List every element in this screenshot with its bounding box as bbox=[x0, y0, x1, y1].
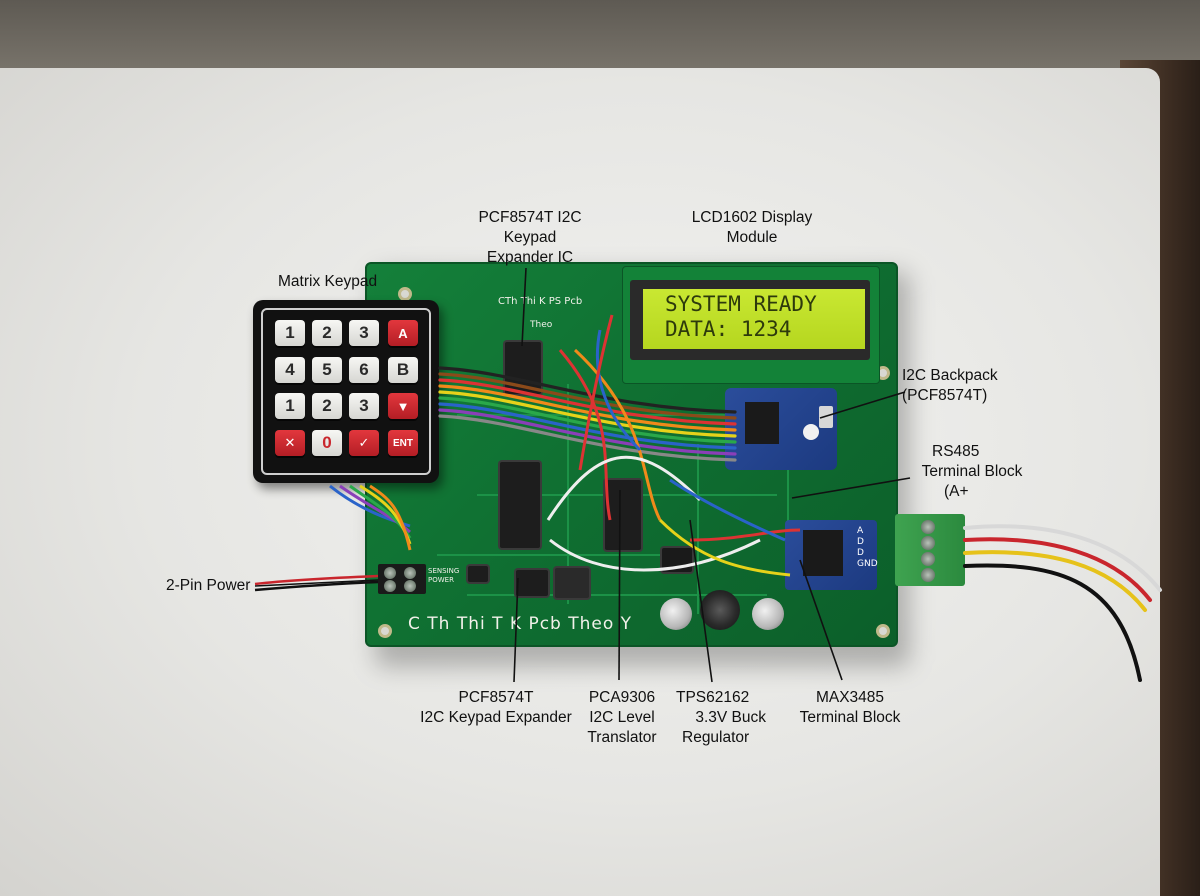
silkscreen-top: CTh Thi K PS Pcb bbox=[498, 296, 583, 307]
terminal-pin-label: D bbox=[857, 537, 864, 547]
label-tps: TPS62162 3.3V Buck Regulator bbox=[676, 688, 766, 748]
key-4[interactable]: 4 bbox=[275, 357, 305, 383]
mounting-hole bbox=[378, 624, 392, 638]
key-5[interactable]: 5 bbox=[312, 357, 342, 383]
label-pcf-top-line: Expander IC bbox=[486, 249, 574, 266]
silkscreen-sensing: SENSING POWER bbox=[428, 567, 460, 584]
label-pca-line: Translator bbox=[587, 729, 657, 746]
label-rs485-line: Terminal Block bbox=[921, 463, 1023, 480]
pcf8574t-chip-bottom bbox=[500, 462, 540, 548]
key-0[interactable]: 0 bbox=[312, 430, 342, 456]
silkscreen-theo: Theo bbox=[530, 320, 553, 330]
terminal-pin-label: D bbox=[857, 548, 864, 558]
label-pcf-top: PCF8574T I2C Keypad Expander IC bbox=[470, 208, 590, 268]
lcd-screen: SYSTEM READY DATA: 1234 bbox=[643, 289, 865, 349]
terminal-pin-label: GND bbox=[857, 559, 878, 569]
key-1[interactable]: 1 bbox=[275, 320, 305, 346]
pca9306-chip bbox=[605, 480, 641, 550]
small-ic bbox=[516, 570, 548, 596]
key-b[interactable]: B bbox=[388, 357, 418, 383]
label-pca-line: PCA9306 bbox=[588, 689, 656, 706]
key-3-row3[interactable]: 3 bbox=[349, 393, 379, 419]
label-max-line: MAX3485 bbox=[815, 689, 885, 706]
lcd-line-2: DATA: 1234 bbox=[665, 317, 792, 341]
label-pca-line: I2C Level bbox=[589, 709, 655, 726]
key-confirm[interactable]: ✓ bbox=[349, 430, 379, 456]
mounting-hole bbox=[398, 287, 412, 301]
label-pcf-bottom-line: PCF8574T bbox=[458, 689, 534, 706]
key-2[interactable]: 2 bbox=[312, 320, 342, 346]
label-pca: PCA9306 I2C Level Translator bbox=[580, 688, 664, 748]
mounting-hole bbox=[876, 624, 890, 638]
label-backpack-line: (PCF8574T) bbox=[902, 387, 988, 404]
key-6[interactable]: 6 bbox=[349, 357, 379, 383]
label-tps-line: 3.3V Buck bbox=[695, 709, 766, 726]
label-max-line: Terminal Block bbox=[799, 709, 901, 726]
regulator-ic bbox=[555, 568, 589, 598]
key-2-row3[interactable]: 2 bbox=[312, 393, 342, 419]
key-cancel[interactable]: ✕ bbox=[275, 430, 305, 456]
lcd-line-1: SYSTEM READY bbox=[665, 292, 817, 316]
label-max: MAX3485 Terminal Block bbox=[796, 688, 904, 728]
label-pcf-top-line: PCF8574T I2C bbox=[478, 209, 582, 226]
label-matrix-keypad: Matrix Keypad bbox=[278, 273, 378, 290]
key-down[interactable]: ▼ bbox=[388, 393, 418, 419]
label-rs485: RS485 Terminal Block (A+ bbox=[912, 442, 1032, 502]
label-pcf-bottom-line: I2C Keypad Expander bbox=[420, 709, 572, 726]
label-tps-line: Regulator bbox=[682, 729, 750, 746]
key-1-row3[interactable]: 1 bbox=[275, 393, 305, 419]
small-transistor bbox=[468, 566, 488, 582]
terminal-pin-label: A bbox=[857, 526, 864, 536]
rs485-terminal-block bbox=[895, 514, 965, 586]
silkscreen-bottom: C Th Thi T K Pcb Theo Y bbox=[408, 614, 633, 634]
capacitor bbox=[660, 598, 692, 630]
key-3[interactable]: 3 bbox=[349, 320, 379, 346]
label-lcd-line: Module bbox=[726, 229, 778, 246]
label-rs485-line: RS485 bbox=[932, 443, 980, 460]
capacitor bbox=[752, 598, 784, 630]
key-enter[interactable]: ENT bbox=[388, 430, 418, 456]
i2c-backpack-board bbox=[725, 388, 837, 470]
label-pcf-bottom: PCF8574T I2C Keypad Expander bbox=[418, 688, 574, 728]
power-terminal-block bbox=[378, 564, 426, 594]
label-lcd: LCD1602 Display Module bbox=[684, 208, 820, 248]
label-backpack-line: I2C Backpack bbox=[902, 367, 998, 384]
label-rs485-line: (A+ bbox=[944, 483, 969, 500]
label-tps-line: TPS62162 bbox=[676, 689, 750, 706]
inductor bbox=[700, 590, 740, 630]
background-wall bbox=[0, 0, 1200, 75]
max3485-module: A D D GND bbox=[785, 520, 878, 590]
label-pcf-top-line: Keypad bbox=[503, 229, 557, 246]
label-lcd-line: LCD1602 Display bbox=[691, 209, 813, 226]
key-a[interactable]: A bbox=[388, 320, 418, 346]
label-backpack: I2C Backpack (PCF8574T) bbox=[902, 366, 998, 406]
matrix-keypad: 1 2 3 A 4 5 6 B 1 2 3 ▼ ✕ 0 ✓ ENT bbox=[253, 300, 439, 483]
label-power: 2-Pin Power bbox=[166, 577, 251, 594]
